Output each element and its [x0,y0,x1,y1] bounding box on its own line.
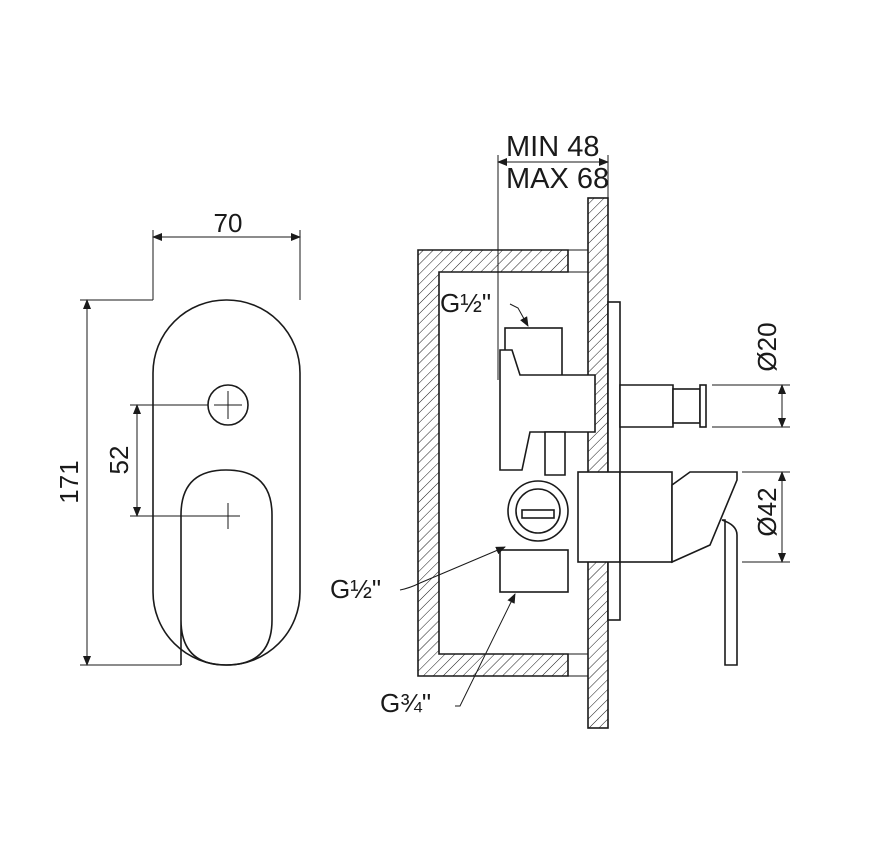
spacing-dimension: 52 [104,446,134,475]
lever [671,471,738,564]
handle-body [619,471,673,563]
top-connection-label: G½" [440,288,491,318]
max-depth-label: MAX 68 [506,163,609,195]
installation-box [417,249,569,677]
front-view: 70 171 52 [54,208,301,666]
height-dimension: 171 [54,460,84,503]
wall-section [587,197,609,729]
width-dimension: 70 [214,208,243,238]
mixer-lever [180,469,273,666]
valve-body [499,349,596,471]
flange-plate [607,301,621,621]
side-connection-label: G½" [330,574,381,604]
bottom-connection-label: G¾" [380,688,431,718]
spindle-diameter-label: Ø20 [752,322,782,371]
min-depth-label: MIN 48 [506,131,599,163]
cover-plate-outline [152,299,301,666]
spindle [619,384,674,428]
handle-base [577,471,621,563]
side-view: MIN 48 MAX 68 G½" G½" G¾" Ø20 Ø42 [330,131,790,729]
valve-bottom-outlet [499,549,569,593]
handle-diameter-label: Ø42 [752,487,782,536]
